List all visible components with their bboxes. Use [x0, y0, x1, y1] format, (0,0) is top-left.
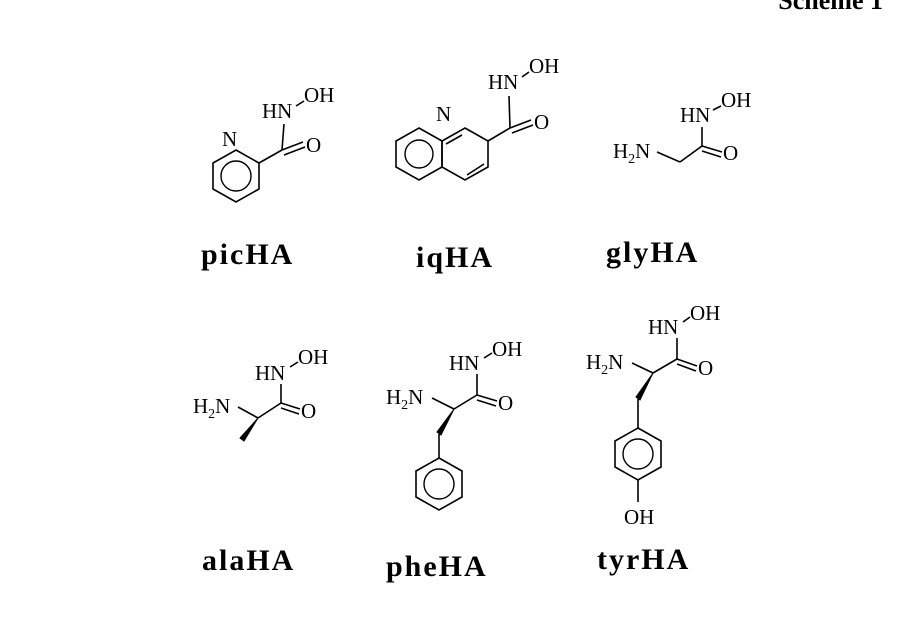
atom-o: O [306, 133, 321, 157]
atom-o: O [534, 110, 549, 134]
structure-alaha: H2N HN OH O [193, 345, 328, 442]
label-iqha: iqHA [416, 241, 495, 274]
atom-hn: HN [262, 99, 292, 123]
structure-pheha: H2N HN OH O [386, 337, 522, 511]
atom-h2n: H2N [386, 385, 423, 413]
structure-tyrha: H2N HN OH O OH [586, 301, 720, 529]
structure-iqha: N HN OH O [395, 54, 559, 181]
label-pheha: pheHA [386, 550, 488, 583]
atom-hn: HN [488, 70, 518, 94]
atom-h2n: H2N [586, 350, 623, 378]
label-glyha: glyHA [606, 236, 700, 269]
atom-o: O [698, 356, 713, 380]
atom-hn: HN [680, 103, 710, 127]
structure-glyha: H2N HN OH O [613, 88, 751, 167]
structure-picha: N HN OH O [212, 83, 334, 203]
atom-oh: OH [529, 54, 559, 78]
atom-o: O [498, 391, 513, 415]
atom-h2n: H2N [613, 139, 650, 167]
atom-oh: OH [690, 301, 720, 325]
atom-n: N [222, 127, 237, 151]
atom-oh: OH [492, 337, 522, 361]
atom-oh: OH [298, 345, 328, 369]
scheme-header-fragment: Scheme 1 [778, 0, 883, 15]
atom-oh-phenol: OH [624, 505, 654, 529]
atom-n: N [436, 102, 451, 126]
atom-hn: HN [255, 361, 285, 385]
atom-hn: HN [449, 351, 479, 375]
label-tyrha: tyrHA [597, 543, 691, 576]
atom-o: O [301, 399, 316, 423]
label-alaha: alaHA [202, 544, 296, 577]
atom-o: O [723, 141, 738, 165]
atom-h2n: H2N [193, 394, 230, 422]
label-picha: picHA [201, 238, 295, 271]
atom-oh: OH [304, 83, 334, 107]
atom-oh: OH [721, 88, 751, 112]
atom-hn: HN [648, 315, 678, 339]
